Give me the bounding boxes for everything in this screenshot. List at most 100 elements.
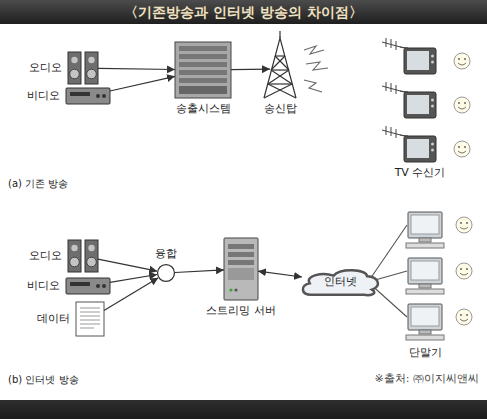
smiley-icon bbox=[464, 146, 466, 148]
smiley-icon bbox=[460, 222, 462, 224]
document-icon bbox=[76, 302, 104, 336]
section-caption: (a) 기존 방송 bbox=[8, 178, 68, 191]
rack-icon bbox=[179, 86, 227, 94]
node-label: 송출시스템 bbox=[176, 102, 231, 116]
node-text: 인터넷 bbox=[324, 275, 357, 289]
tower-icon bbox=[271, 56, 285, 70]
speaker-icon bbox=[88, 57, 94, 63]
node-text: 송출시스템 bbox=[176, 102, 231, 116]
speaker-icon bbox=[70, 257, 80, 267]
speaker-icon bbox=[68, 240, 81, 272]
circle-outline bbox=[157, 264, 175, 282]
video-deck-icon bbox=[66, 88, 110, 104]
computer-icon bbox=[419, 330, 431, 334]
tv-receiver-icon bbox=[431, 61, 434, 64]
tv-receiver-icon bbox=[386, 38, 387, 47]
rack-icon bbox=[175, 42, 231, 98]
computer-icon bbox=[419, 284, 431, 288]
tv-receiver-icon bbox=[391, 127, 392, 136]
smiley-icon bbox=[464, 58, 466, 60]
internet-links bbox=[368, 225, 407, 282]
video-deck-icon bbox=[66, 278, 110, 294]
smiley-icon bbox=[466, 314, 468, 316]
tower-icon bbox=[271, 69, 289, 70]
tower-icon bbox=[279, 31, 280, 38]
server-icon bbox=[234, 288, 237, 291]
circle-shape bbox=[158, 265, 175, 282]
node-label: 스트리밍 서버 bbox=[206, 304, 276, 318]
server-icon bbox=[228, 252, 254, 257]
video-source: 비디오 bbox=[66, 88, 110, 104]
internet-cloud: 인터넷 bbox=[300, 266, 380, 298]
node-label: 데이터 bbox=[37, 312, 70, 326]
node-text: 스트리밍 서버 bbox=[206, 304, 276, 318]
node-text: 융합 bbox=[155, 247, 177, 261]
speaker-icon bbox=[71, 57, 77, 63]
computer-icon bbox=[406, 304, 444, 340]
tv-receiver-icon bbox=[382, 38, 436, 74]
server-icon bbox=[228, 260, 254, 265]
tv-receiver-icon bbox=[386, 82, 387, 91]
video-deck-icon bbox=[70, 92, 90, 96]
video-deck-icon bbox=[96, 94, 100, 98]
smiley-icon bbox=[466, 222, 468, 224]
streaming-server: 스트리밍 서버 bbox=[224, 238, 258, 300]
cloud-shape bbox=[303, 270, 378, 295]
source-note: ※출처: ㈜이지씨앤씨 bbox=[375, 372, 479, 386]
smiley-icon bbox=[454, 141, 470, 157]
video-deck-icon bbox=[70, 282, 90, 286]
tower-icon bbox=[275, 55, 285, 56]
document-icon bbox=[80, 316, 100, 317]
node-label: 오디오 bbox=[29, 249, 62, 263]
connector-arrow bbox=[98, 68, 175, 69]
speaker-icon bbox=[85, 52, 98, 84]
node-text: 비디오 bbox=[27, 279, 60, 293]
computer-icon bbox=[406, 243, 444, 248]
tv-receiver-icon bbox=[391, 39, 392, 48]
bottom-band bbox=[0, 400, 487, 419]
connector-arrow bbox=[110, 76, 175, 91]
tv-receiver-icon bbox=[407, 51, 429, 70]
connector-arrow bbox=[110, 275, 157, 283]
server-icon bbox=[224, 238, 258, 300]
tv-receiver-icon bbox=[382, 126, 436, 162]
computer-icon bbox=[419, 238, 431, 242]
computer-icon bbox=[411, 261, 439, 280]
rack-icon bbox=[179, 46, 227, 51]
smiley-icon bbox=[456, 263, 472, 279]
transmission-system: 송출시스템 bbox=[175, 42, 231, 98]
tv-receiver-icon bbox=[404, 136, 436, 162]
computer-icon bbox=[411, 307, 439, 326]
transmission-tower: 송신탑 bbox=[270, 40, 290, 98]
computer-icon bbox=[406, 258, 444, 294]
rack-icon bbox=[175, 42, 231, 98]
smiley-icon bbox=[456, 263, 472, 279]
smiley-icon bbox=[460, 314, 462, 316]
rack-icon bbox=[179, 54, 227, 59]
node-text: 오디오 bbox=[29, 249, 62, 263]
smiley-icon bbox=[454, 97, 470, 113]
speaker-icon bbox=[71, 245, 77, 251]
smiley-icon bbox=[458, 146, 460, 148]
section-caption: (b) 인터넷 방송 bbox=[8, 374, 79, 387]
data-source: 데이터 bbox=[76, 302, 104, 336]
tv-receiver-icon bbox=[404, 48, 436, 74]
tv-receiver-icon bbox=[396, 85, 397, 94]
tv-receiver-icon bbox=[431, 99, 434, 102]
connector-arrow bbox=[231, 68, 270, 70]
smiley-icon bbox=[458, 107, 466, 109]
tower-icon bbox=[271, 70, 292, 84]
radio-waves bbox=[304, 46, 324, 54]
smiley-icon bbox=[454, 141, 470, 157]
node-label: 비디오 bbox=[27, 89, 60, 103]
connector-arrow bbox=[258, 271, 302, 277]
smiley-icon bbox=[458, 58, 460, 60]
speaker-icon bbox=[68, 52, 81, 84]
tv-receiver-icon bbox=[431, 149, 434, 152]
speaker-icon bbox=[85, 240, 98, 272]
video-deck-icon bbox=[66, 88, 110, 104]
computer-icon bbox=[406, 212, 444, 248]
speaker-icon bbox=[68, 52, 98, 84]
rack-icon bbox=[179, 78, 227, 83]
